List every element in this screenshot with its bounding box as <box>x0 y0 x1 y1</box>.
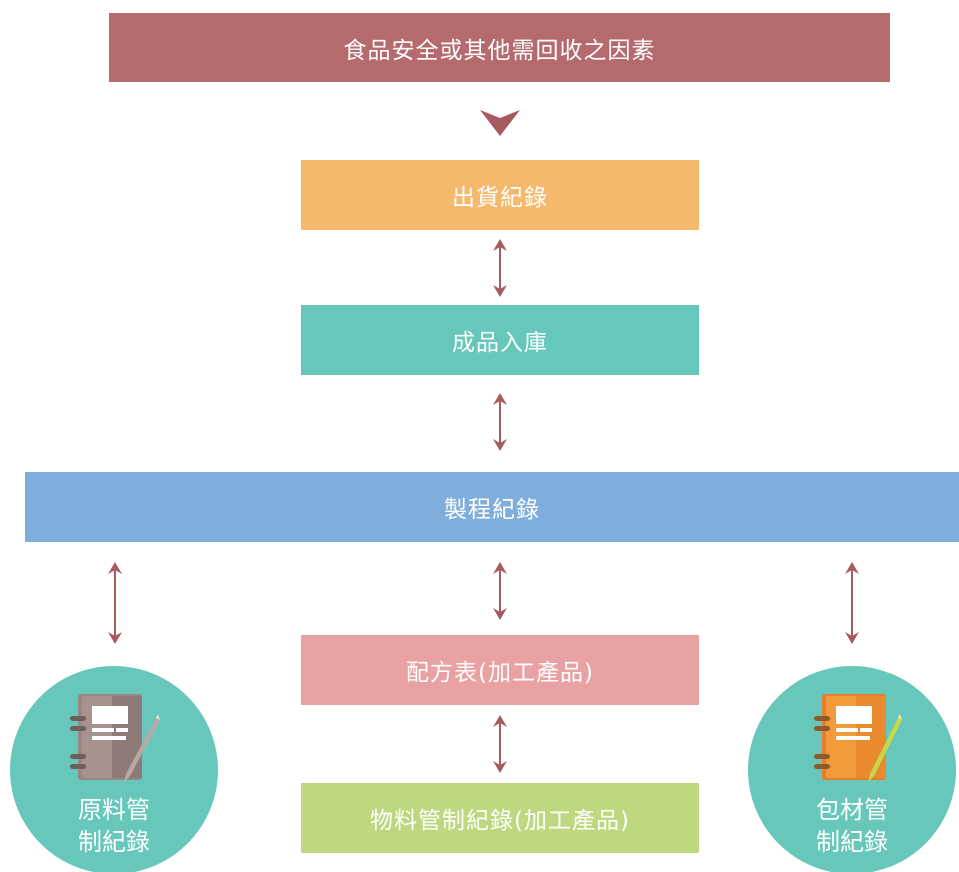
double-arrow-icon <box>493 239 507 297</box>
raw-material-circle-line2: 制紀錄 <box>78 828 150 856</box>
recipe-label: 配方表(加工產品) <box>406 660 594 686</box>
notebook-pen-icon <box>70 694 160 782</box>
finished-goods-inbound-box: 成品入庫 <box>301 305 699 375</box>
packaging-circle-line1: 包材管 <box>816 796 888 824</box>
double-arrow-icon <box>493 715 507 773</box>
finished-goods-inbound-label: 成品入庫 <box>452 330 548 356</box>
triangle-down-icon <box>480 110 520 136</box>
recall-trigger-bar: 食品安全或其他需回收之因素 <box>109 13 890 82</box>
packaging-circle-line2: 制紀錄 <box>816 828 888 856</box>
raw-material-circle-label: 原料管 制紀錄 <box>10 794 218 858</box>
material-control-record-label: 物料管制紀錄(加工產品) <box>370 808 630 834</box>
recipe-box: 配方表(加工產品) <box>301 635 699 705</box>
notebook-pencil-icon <box>814 694 902 782</box>
double-arrow-icon <box>493 393 507 451</box>
double-arrow-icon <box>108 562 122 644</box>
double-arrow-icon <box>493 562 507 620</box>
process-record-bar: 製程紀錄 <box>25 472 959 542</box>
material-control-record-box: 物料管制紀錄(加工產品) <box>301 783 699 853</box>
recall-trigger-label: 食品安全或其他需回收之因素 <box>343 37 656 64</box>
double-arrow-icon <box>845 562 859 644</box>
shipping-record-box: 出貨紀錄 <box>301 160 699 230</box>
shipping-record-label: 出貨紀錄 <box>452 185 548 211</box>
packaging-circle-label: 包材管 制紀錄 <box>748 794 956 858</box>
packaging-circle: 包材管 制紀錄 <box>748 666 956 872</box>
raw-material-circle: 原料管 制紀錄 <box>10 666 218 872</box>
raw-material-circle-line1: 原料管 <box>78 796 150 824</box>
process-record-label: 製程紀錄 <box>444 497 540 523</box>
